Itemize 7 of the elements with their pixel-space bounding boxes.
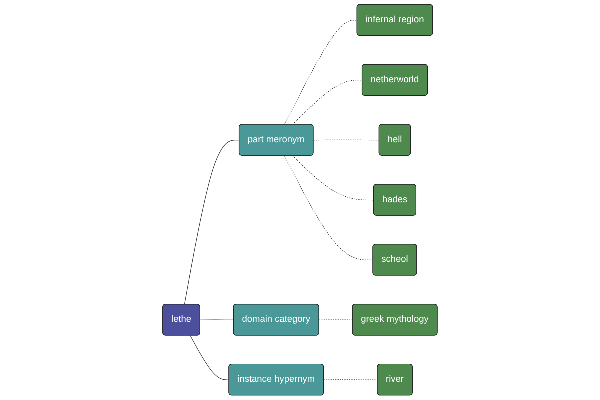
connector [313, 140, 380, 141]
connector [292, 80, 363, 126]
connector [184, 140, 240, 305]
connector [292, 156, 374, 201]
connector [284, 20, 358, 126]
connector [190, 335, 230, 380]
connector [284, 156, 374, 261]
